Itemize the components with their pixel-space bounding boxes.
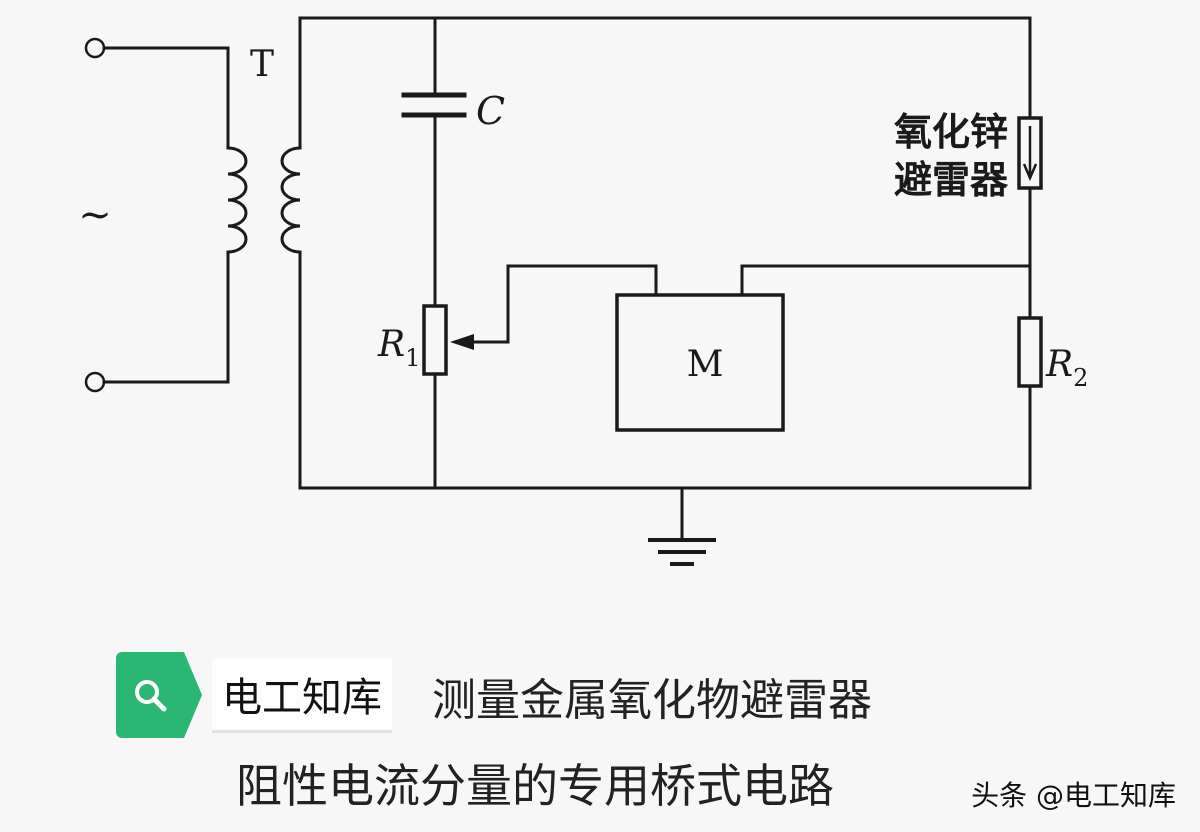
resistor-r2 <box>1017 316 1043 388</box>
capacitor-c <box>401 92 467 118</box>
r1-label-sub: 1 <box>405 344 420 372</box>
ac-source-symbol: ~ <box>78 192 112 238</box>
main-wiring <box>298 16 1032 540</box>
capacitor-label: C <box>476 89 505 133</box>
r1-label-main: R <box>377 324 405 365</box>
badge-icon-box <box>116 652 202 738</box>
search-icon <box>135 680 167 712</box>
source-badge[interactable]: 电工知库 <box>116 652 392 738</box>
caption-line2: 阻性电流分量的专用桥式电路 <box>236 759 834 813</box>
ground-symbol <box>648 538 716 566</box>
arrester-label-line1: 氧化锌 <box>894 110 1008 154</box>
meter-label: M <box>687 344 724 385</box>
resistor-r1 <box>422 304 510 376</box>
arrester-label-line2: 避雷器 <box>894 158 1009 202</box>
transformer-primary-coil <box>226 146 248 254</box>
r2-label: R2 <box>1045 344 1088 392</box>
badge-name: 电工知库 <box>212 657 392 733</box>
watermark: 头条 @电工知库 <box>971 779 1176 812</box>
r2-label-sub: 2 <box>1073 364 1088 392</box>
r1-label: R1 <box>377 324 420 372</box>
transformer-secondary-coil <box>280 146 302 254</box>
r2-label-main: R <box>1045 344 1073 385</box>
input-terminals <box>84 37 230 393</box>
bridge-circuit-diagram: ~ T C R1 M <box>78 16 1088 566</box>
transformer-label: T <box>250 44 274 85</box>
zinc-oxide-arrester <box>1017 116 1043 190</box>
meter-m <box>615 293 785 432</box>
caption-line1: 测量金属氧化物避雷器 <box>432 675 872 726</box>
